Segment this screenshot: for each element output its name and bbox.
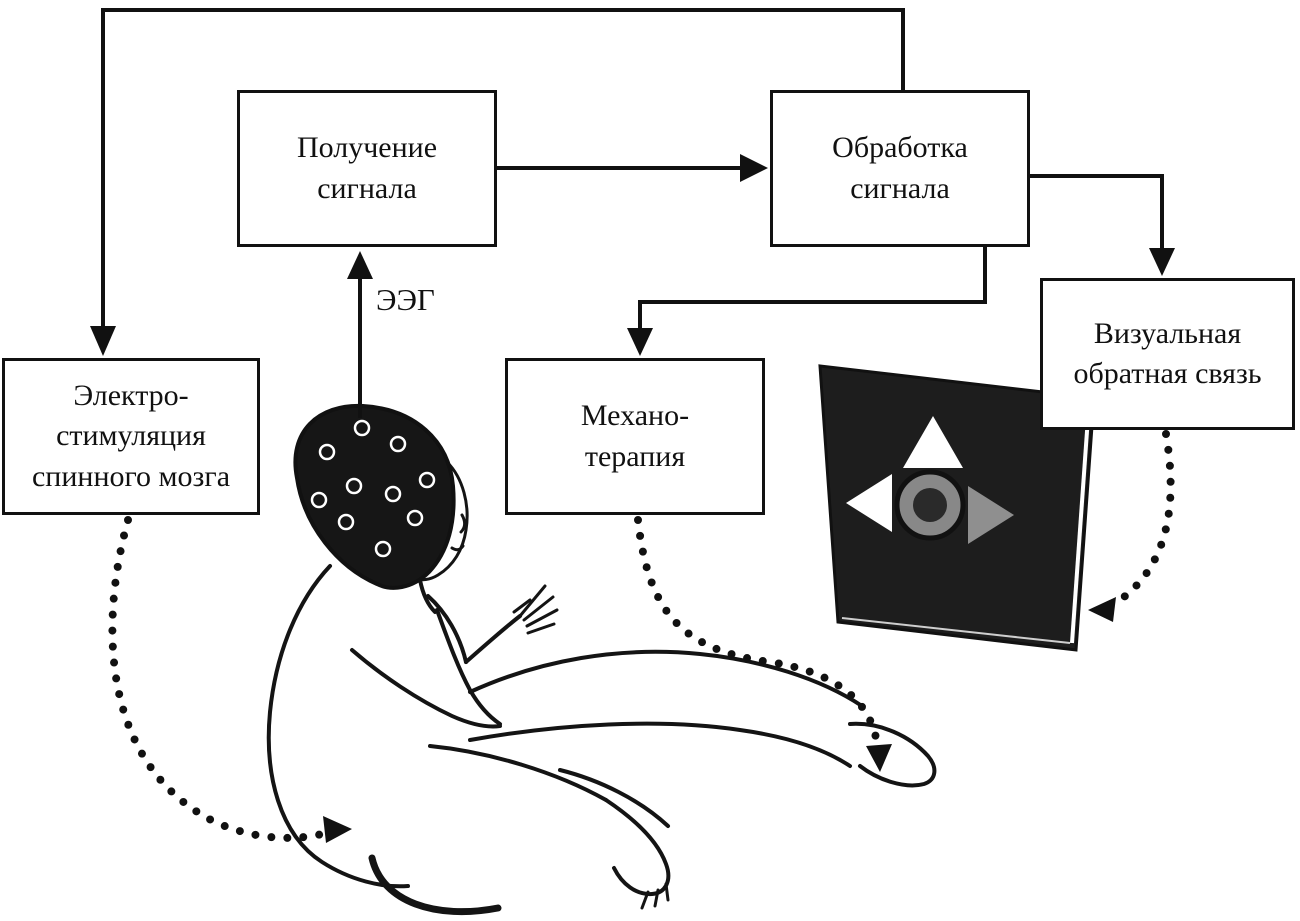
arrowhead-down-mechanotherapy (627, 328, 653, 356)
node-signal-processing: Обработка сигнала (770, 90, 1030, 247)
patient-mouth (450, 544, 465, 552)
patient-leg-top (468, 649, 864, 708)
node-spinal-stimulation: Электро- стимуляция спинного мозга (2, 358, 260, 515)
patient-calf (468, 721, 852, 768)
patient-nose (459, 513, 466, 534)
center-circle-core (913, 488, 947, 522)
node-mechanotherapy-label: Механо- терапия (580, 399, 690, 473)
patient-leg-bottom (428, 744, 608, 802)
feedback-monitor (818, 364, 1096, 652)
node-spinal-stimulation-label: Электро- стимуляция спинного мозга (31, 378, 231, 493)
patient-foot-right (848, 721, 937, 788)
patient-chest (435, 608, 502, 726)
arrowhead-up-acquisition (347, 251, 373, 279)
dotted-feedback-to-monitor (1116, 430, 1175, 604)
patient-foot-lower (604, 798, 671, 897)
patient-back (266, 564, 410, 889)
arrow-processing-to-stimulation (101, 8, 905, 330)
dotted-link-arrowheads (323, 597, 1116, 843)
flow-arrows (90, 8, 1175, 418)
arrow-processing-to-mechanotherapy (638, 247, 987, 330)
arrow-processing-to-feedback (1030, 174, 1164, 250)
patient-resting-arm (350, 648, 502, 729)
arrowhead-at-monitor (1088, 597, 1116, 622)
up-arrow-icon (903, 416, 963, 468)
dotted-stimulation-to-back (108, 516, 330, 842)
arrowhead-at-foot (866, 744, 892, 772)
dotted-links (108, 430, 1175, 842)
eeg-cap (293, 403, 456, 590)
dotted-mechanotherapy-to-foot (634, 516, 880, 742)
patient-shin (558, 768, 670, 828)
node-visual-feedback-label: Визуальная обратная связь (1073, 316, 1262, 391)
arrowhead-at-back (323, 816, 352, 843)
monitor-bezel-bottom (841, 617, 1071, 644)
patient-arm-upper (426, 594, 468, 664)
eeg-electrodes (310, 419, 436, 558)
patient-face (413, 460, 469, 582)
node-mechanotherapy: Механо- терапия (505, 358, 765, 515)
seated-patient-drawing (266, 403, 937, 916)
node-signal-acquisition-label: Получение сигнала (296, 131, 438, 205)
left-arrow-icon (846, 474, 892, 532)
patient-hand-fingers (512, 584, 559, 635)
patient-forearm (464, 614, 522, 664)
patient-neck (418, 578, 437, 614)
node-signal-processing-label: Обработка сигнала (832, 131, 968, 205)
right-arrow-icon (968, 486, 1014, 544)
arrowhead-right-processing (740, 154, 768, 182)
node-visual-feedback: Визуальная обратная связь (1040, 278, 1295, 430)
eeg-signal-label: ЭЭГ (376, 282, 435, 317)
arrowhead-down-feedback (1149, 248, 1175, 276)
monitor-bezel-right (1070, 402, 1091, 644)
patient-toes (640, 882, 670, 910)
node-signal-acquisition: Получение сигнала (237, 90, 497, 247)
eeg-cable (368, 854, 502, 916)
arrowhead-down-stimulation (90, 326, 116, 356)
